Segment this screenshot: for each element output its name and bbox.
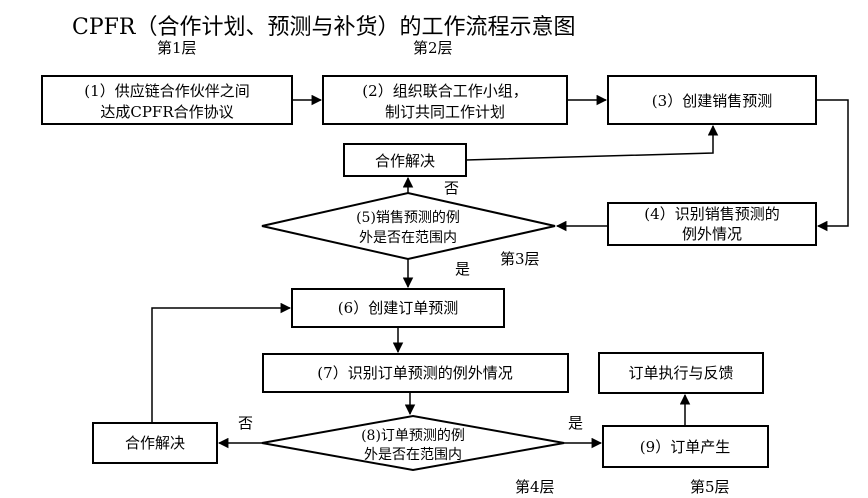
- execution-text: 订单执行与反馈: [628, 364, 733, 382]
- decision5-diamond: [261, 191, 556, 261]
- step7-box: [262, 353, 569, 393]
- step1-box: [41, 75, 293, 125]
- step1-text-line1: (1）供应链合作伙伴之间: [84, 82, 249, 100]
- decision5-text-line1: (5)销售预测的例: [356, 210, 460, 226]
- step4-text-line1: (4）识别销售预测的: [644, 205, 779, 223]
- decision8-text-line2: 外是否在范围内: [364, 446, 462, 463]
- step6-box: [291, 288, 505, 328]
- step9-box: [602, 425, 769, 468]
- execution-box: [598, 352, 764, 394]
- layer-label-2: 第2层: [413, 39, 453, 57]
- edge-label-d8-yes: 是: [568, 414, 583, 432]
- layer-label-5: 第5层: [690, 478, 730, 496]
- step2-text-line2: 制订共同工作计划: [385, 103, 505, 121]
- step6-text: (6）创建订单预测: [338, 299, 458, 317]
- decision5-text-line2: 外是否在范围内: [359, 229, 457, 246]
- step2-box: [322, 75, 568, 125]
- step1-text-line2: 达成CPFR合作协议: [100, 103, 233, 121]
- edge-label-d5-yes: 是: [455, 260, 470, 278]
- connector-resolve-3: [465, 124, 719, 161]
- decision8-text-line1: (8)订单预测的例: [361, 428, 465, 444]
- layer-label-1: 第1层: [157, 39, 197, 57]
- layer-label-3: 第3层: [500, 250, 540, 268]
- layer-label-4: 第4层: [515, 478, 555, 496]
- step9-text: (9）订单产生: [640, 438, 730, 456]
- step4-text-line2: 例外情况: [682, 225, 742, 243]
- step4-box: [607, 202, 817, 246]
- resolve-bottom-box: [92, 422, 218, 464]
- connector-resolve-6: [151, 302, 292, 423]
- step7-text: (7）识别订单预测的例外情况: [317, 364, 512, 382]
- diagram-title: CPFR（合作计划、预测与补货）的工作流程示意图: [72, 15, 575, 40]
- connector-3-4: [816, 99, 849, 232]
- edge-label-d8-no: 否: [238, 414, 253, 432]
- resolve-top-text: 合作解决: [375, 152, 435, 170]
- step3-text: (3）创建销售预测: [652, 92, 772, 110]
- resolve-bottom-text: 合作解决: [125, 434, 185, 452]
- step3-box: [607, 75, 817, 125]
- edge-label-d5-no: 否: [444, 179, 459, 197]
- step2-text-line1: (2）组织联合工作小组，: [362, 82, 527, 100]
